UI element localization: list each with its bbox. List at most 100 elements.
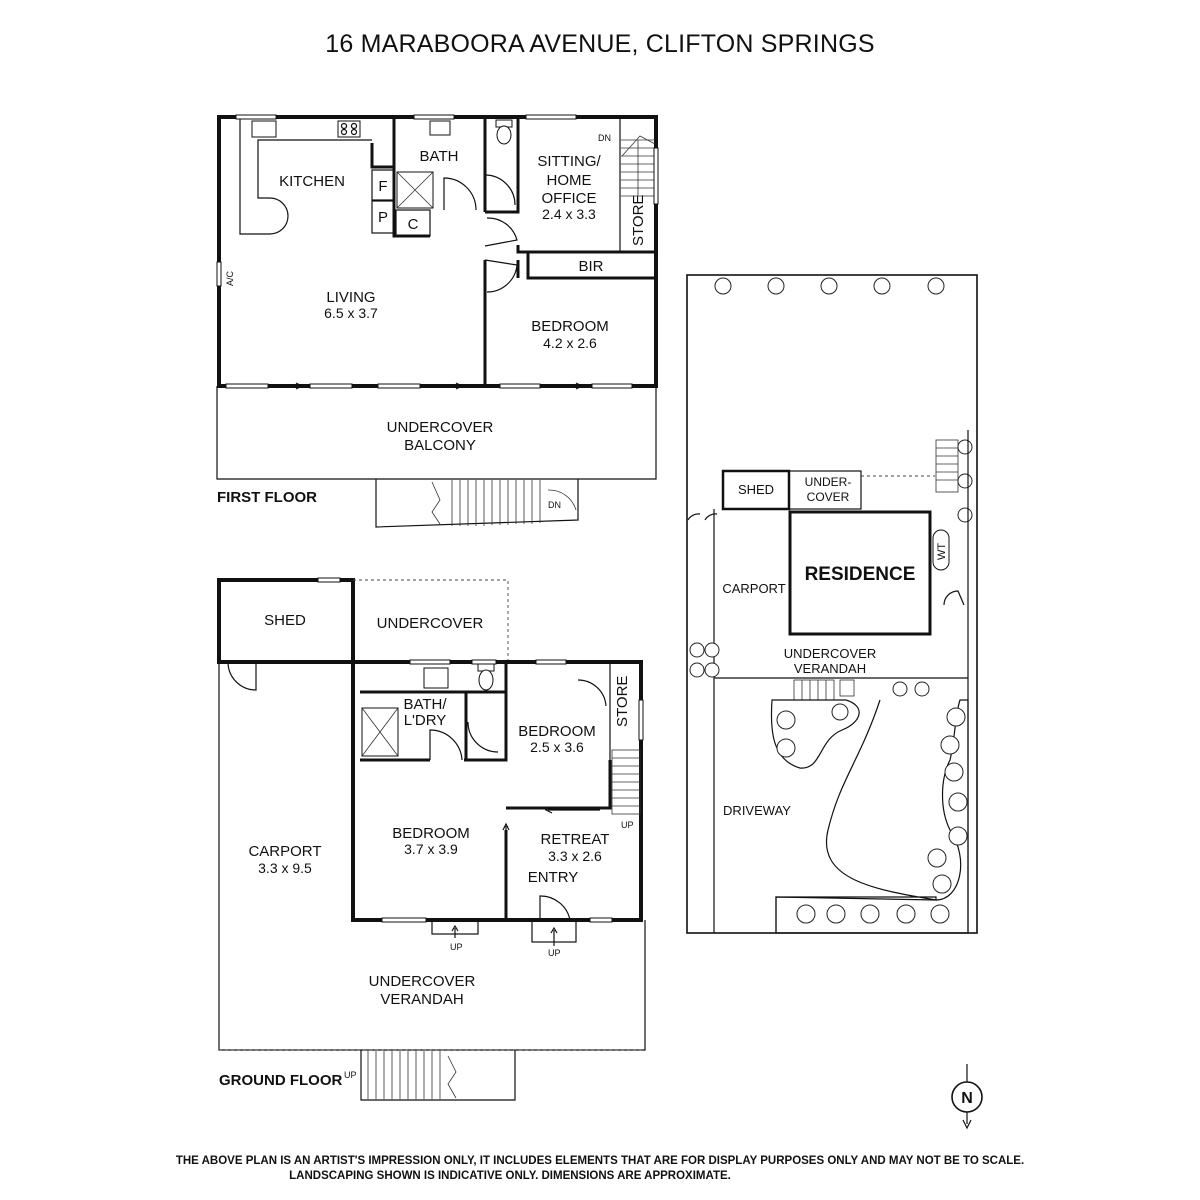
site-water-tank [932, 529, 950, 571]
shower-icon [396, 171, 434, 209]
site-plan: WT [686, 274, 978, 934]
ground-floor-doors [227, 661, 607, 921]
pantry-label: P [378, 209, 388, 226]
fridge-label: F [378, 178, 387, 195]
ground-shower-icon [361, 707, 399, 757]
ground-bedroom2-dimensions: 3.7 x 3.9 [404, 841, 458, 857]
first-floor-balcony-outline [216, 386, 657, 480]
site-garden-bed-right [775, 699, 969, 934]
first-floor-dn-label: DN [598, 133, 611, 143]
ground-bath-label-line1: BATH/ [403, 696, 447, 713]
toilet-icon [495, 119, 513, 145]
fridge-box [371, 169, 395, 201]
north-arrow-icon: N [951, 1064, 983, 1130]
ground-store-label: STORE [614, 676, 631, 727]
ground-bedroom1-label: BEDROOM [518, 723, 596, 740]
retreat-label: RETREAT [541, 831, 610, 848]
north-letter: N [961, 1090, 973, 1107]
first-floor-windows [216, 114, 659, 389]
first-floor-stair-outline [375, 479, 579, 528]
site-verandah-label-line1: UNDERCOVER [784, 646, 876, 661]
entry-label: ENTRY [528, 869, 579, 886]
first-floor-plan: DN [216, 114, 659, 528]
ground-bedroom1-dimensions: 2.5 x 3.6 [530, 739, 584, 755]
ground-up-left-label: UP [450, 942, 463, 952]
ground-bottom-up-label: UP [344, 1070, 357, 1080]
kitchen-sink-icon [251, 120, 277, 138]
site-top-plants [714, 277, 945, 295]
cupboard-label: C [408, 216, 419, 233]
site-wt-label: WT [936, 543, 948, 560]
ground-stair [611, 749, 641, 815]
ground-bath-label-line2: L'DRY [404, 712, 447, 729]
bath-basin-icon [429, 120, 451, 136]
ground-floor-label: GROUND FLOOR [219, 1072, 342, 1089]
ground-stair-up-label: UP [621, 820, 634, 830]
living-dimensions: 6.5 x 3.7 [324, 305, 378, 321]
balcony-label-line1: UNDERCOVER [387, 419, 494, 436]
site-driveway-label: DRIVEWAY [723, 803, 791, 818]
retreat-sliding-arrows [502, 806, 600, 870]
first-floor-doors [443, 174, 518, 293]
site-undercover-label-line1: UNDER- [805, 475, 852, 489]
pantry-box [371, 200, 395, 234]
site-undercover-label-line2: COVER [807, 490, 850, 504]
site-garden-bed-left [770, 699, 860, 769]
site-carport-outline [713, 508, 790, 933]
site-verandah-label-line2: VERANDAH [794, 661, 866, 676]
bath-label: BATH [420, 148, 459, 165]
sitting-label-line1: SITTING/ [537, 153, 601, 170]
ground-carport-label: CARPORT [248, 843, 321, 860]
ground-carport-dimensions: 3.3 x 9.5 [258, 860, 312, 876]
kitchen-label: KITCHEN [279, 173, 345, 190]
sitting-room-stair [621, 135, 656, 197]
site-garden-right-plants [796, 707, 968, 924]
site-door-icon [943, 590, 965, 606]
ground-floor-plan: SHED UNDERCOVER BATH/ L'DRY BEDROOM 2.5 … [217, 577, 646, 1101]
ac-label: A/C [225, 270, 235, 286]
site-carport-label: CARPORT [722, 581, 785, 596]
ground-up-entry-label: UP [548, 948, 561, 958]
cooktop-icon [337, 120, 361, 138]
sliding-door-arrows [268, 382, 584, 390]
site-verandah-plants [689, 642, 930, 697]
ground-front-steps [431, 919, 577, 946]
sitting-dimensions: 2.4 x 3.3 [542, 206, 596, 222]
site-gate-icon [687, 513, 718, 521]
living-label: LIVING [326, 289, 375, 306]
bir-label: BIR [578, 258, 603, 275]
site-residence-label: RESIDENCE [805, 564, 916, 585]
first-floor-stair-treads [431, 480, 577, 526]
kitchen-bench [239, 117, 372, 235]
ground-undercover-label: UNDERCOVER [377, 615, 484, 632]
first-floor-bedroom-label: BEDROOM [531, 318, 609, 335]
ground-shed-outline [217, 578, 355, 664]
first-floor-interior-walls [370, 117, 657, 386]
ground-verandah-label-line1: UNDERCOVER [369, 973, 476, 990]
site-garden-left-plants [776, 703, 849, 758]
first-floor-bedroom-dimensions: 4.2 x 2.6 [543, 335, 597, 351]
ground-bedroom2-label: BEDROOM [392, 825, 470, 842]
first-floor-stair-dn-label: DN [548, 500, 561, 510]
site-right-stair [935, 439, 959, 493]
ground-bottom-stair [360, 1050, 516, 1101]
ground-toilet-icon [477, 663, 495, 691]
ground-floor-windows [317, 577, 644, 923]
ground-interior-walls [360, 662, 612, 920]
ground-basin-icon [423, 667, 449, 689]
balcony-label-line2: BALCONY [404, 437, 476, 454]
plan-title: 16 MARABOORA AVENUE, CLIFTON SPRINGS [325, 30, 874, 58]
disclaimer-line1: THE ABOVE PLAN IS AN ARTIST'S IMPRESSION… [176, 1155, 1024, 1167]
site-residence-box [788, 510, 932, 636]
ground-verandah-label-line2: VERANDAH [380, 991, 463, 1008]
site-shed-label: SHED [738, 482, 774, 497]
ground-shed-label: SHED [264, 612, 306, 629]
cupboard-box [395, 209, 431, 237]
site-right-plants [957, 439, 973, 523]
ground-house-outline [351, 660, 643, 922]
first-floor-label: FIRST FLOOR [217, 489, 317, 506]
retreat-dimensions: 3.3 x 2.6 [548, 848, 602, 864]
sitting-label-line2: HOME [547, 172, 592, 189]
first-floor-store-label: STORE [630, 195, 647, 246]
